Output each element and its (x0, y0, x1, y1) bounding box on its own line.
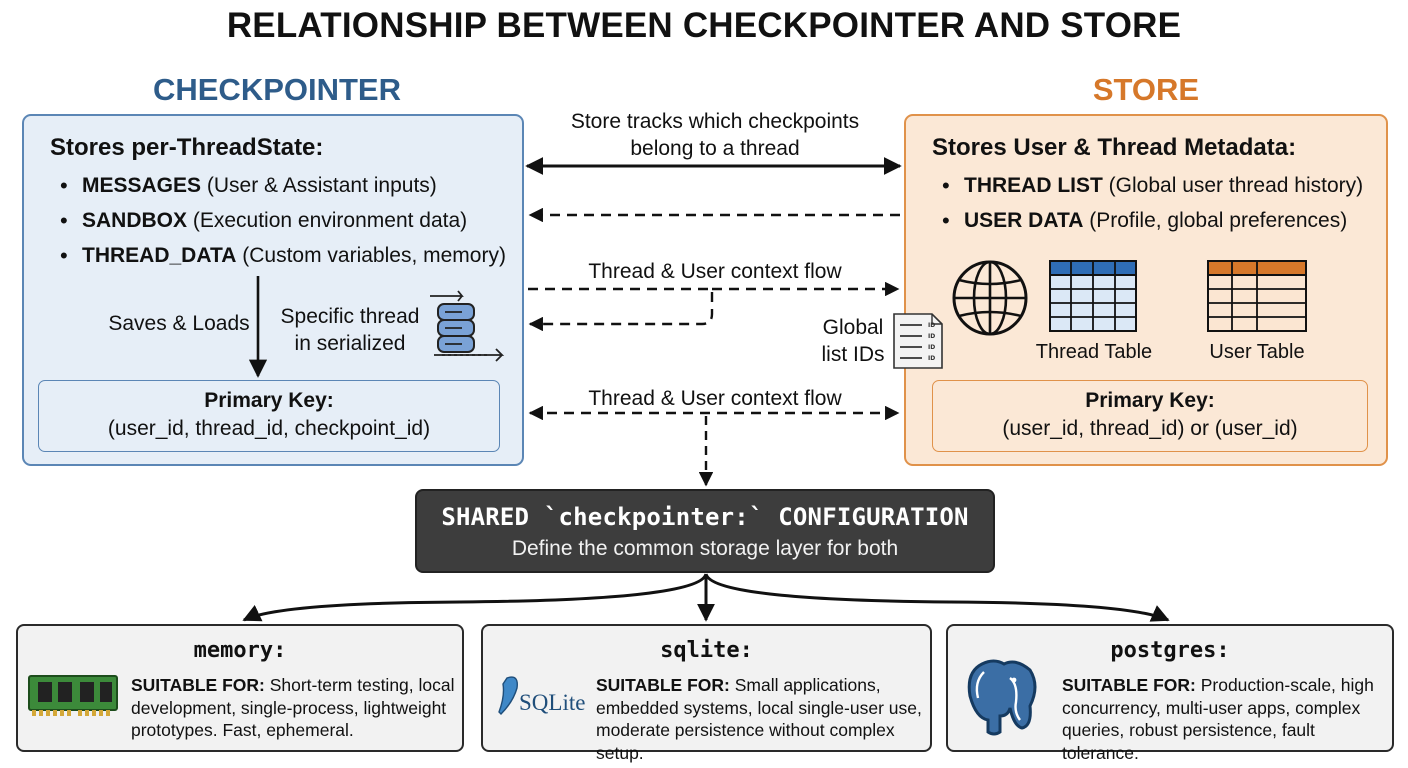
sqlite-logo-text: SQLite (519, 690, 585, 715)
memory-option-description: SUITABLE FOR: Short-term testing, local … (131, 675, 455, 740)
store-item-list: THREAD LIST (Global user thread history)… (934, 168, 1363, 238)
id-tag-3: ID (928, 344, 935, 351)
store-item-thread-list: THREAD LIST (Global user thread history) (934, 168, 1363, 203)
ram-chip-icon (28, 675, 118, 716)
checkpointer-item-thread-data: THREAD_DATA (Custom variables, memory) (52, 238, 506, 273)
checkpointer-item-sandbox: SANDBOX (Execution environment data) (52, 203, 506, 238)
store-primary-key-value: (user_id, thread_id) or (user_id) (1002, 417, 1298, 440)
sqlite-option-description: SUITABLE FOR: Small applications, embedd… (596, 675, 922, 763)
id-tag-4: ID (928, 355, 935, 362)
sqlite-option-name: sqlite: (660, 638, 753, 663)
store-panel-title: Stores User & Thread Metadata: (932, 134, 1297, 161)
store-tracks-label: Store tracks which checkpoints belong to… (570, 110, 860, 160)
context-flow-label-lower: Thread & User context flow (588, 387, 842, 410)
serialized-stack-icon (430, 290, 505, 362)
branch-to-postgres-arrow (704, 573, 1170, 622)
memory-option-name: memory: (193, 638, 287, 663)
thread-table-icon (1049, 260, 1137, 332)
postgres-elephant-icon (967, 659, 1037, 736)
store-item-user-data: USER DATA (Profile, global preferences) (934, 203, 1363, 238)
shared-configuration-box: SHARED `checkpointer:` CONFIGURATION Def… (415, 489, 995, 573)
branch-to-memory-arrow (242, 573, 708, 622)
checkpointer-heading: CHECKPOINTER (152, 72, 401, 107)
context-flow-label-upper: Thread & User context flow (588, 260, 842, 283)
user-table-icon (1207, 260, 1307, 332)
id-list-icon: ID ID ID ID (893, 313, 943, 369)
postgres-option-name: postgres: (1110, 638, 1230, 663)
id-tag-1: ID (928, 322, 935, 329)
store-heading: STORE (1092, 72, 1200, 107)
store-primary-key-title: Primary Key: (1085, 389, 1215, 412)
checkpointer-primary-key-value: (user_id, thread_id, checkpoint_id) (107, 417, 431, 440)
postgres-option-card: postgres: SUITABLE FOR: Production-scale… (946, 624, 1394, 763)
user-table-label: User Table (1209, 341, 1305, 363)
globe-icon (952, 260, 1028, 336)
id-tag-2: ID (928, 333, 935, 340)
diagram-title: RELATIONSHIP BETWEEN CHECKPOINTER AND ST… (226, 6, 1182, 45)
memory-option-card: memory: SUITABLE FOR: Short-term testing… (16, 624, 464, 752)
saves-loads-label: Saves & Loads (108, 312, 250, 335)
global-list-ids-label: Global list IDs (821, 316, 885, 366)
sqlite-logo-icon: SQLite (498, 676, 585, 715)
checkpointer-primary-key-box: Primary Key: (user_id, thread_id, checkp… (38, 380, 500, 452)
checkpointer-item-list: MESSAGES (User & Assistant inputs) SANDB… (52, 168, 506, 273)
shared-configuration-title: SHARED `checkpointer:` CONFIGURATION (441, 503, 969, 531)
checkpointer-panel-title: Stores per-ThreadState: (50, 134, 324, 161)
thread-table-label: Thread Table (1035, 341, 1153, 363)
postgres-option-description: SUITABLE FOR: Production-scale, high con… (1062, 675, 1374, 763)
store-primary-key-box: Primary Key: (user_id, thread_id) or (us… (932, 380, 1368, 452)
checkpointer-primary-key-title: Primary Key: (204, 389, 334, 412)
context-loop-arrow (528, 287, 714, 332)
checkpointer-item-messages: MESSAGES (User & Assistant inputs) (52, 168, 506, 203)
sqlite-option-card: sqlite: SQLite SUITABLE FOR: Small appli… (481, 624, 932, 763)
serialized-label: Specific thread in serialized (280, 305, 420, 355)
shared-configuration-subtitle: Define the common storage layer for both (511, 537, 899, 560)
